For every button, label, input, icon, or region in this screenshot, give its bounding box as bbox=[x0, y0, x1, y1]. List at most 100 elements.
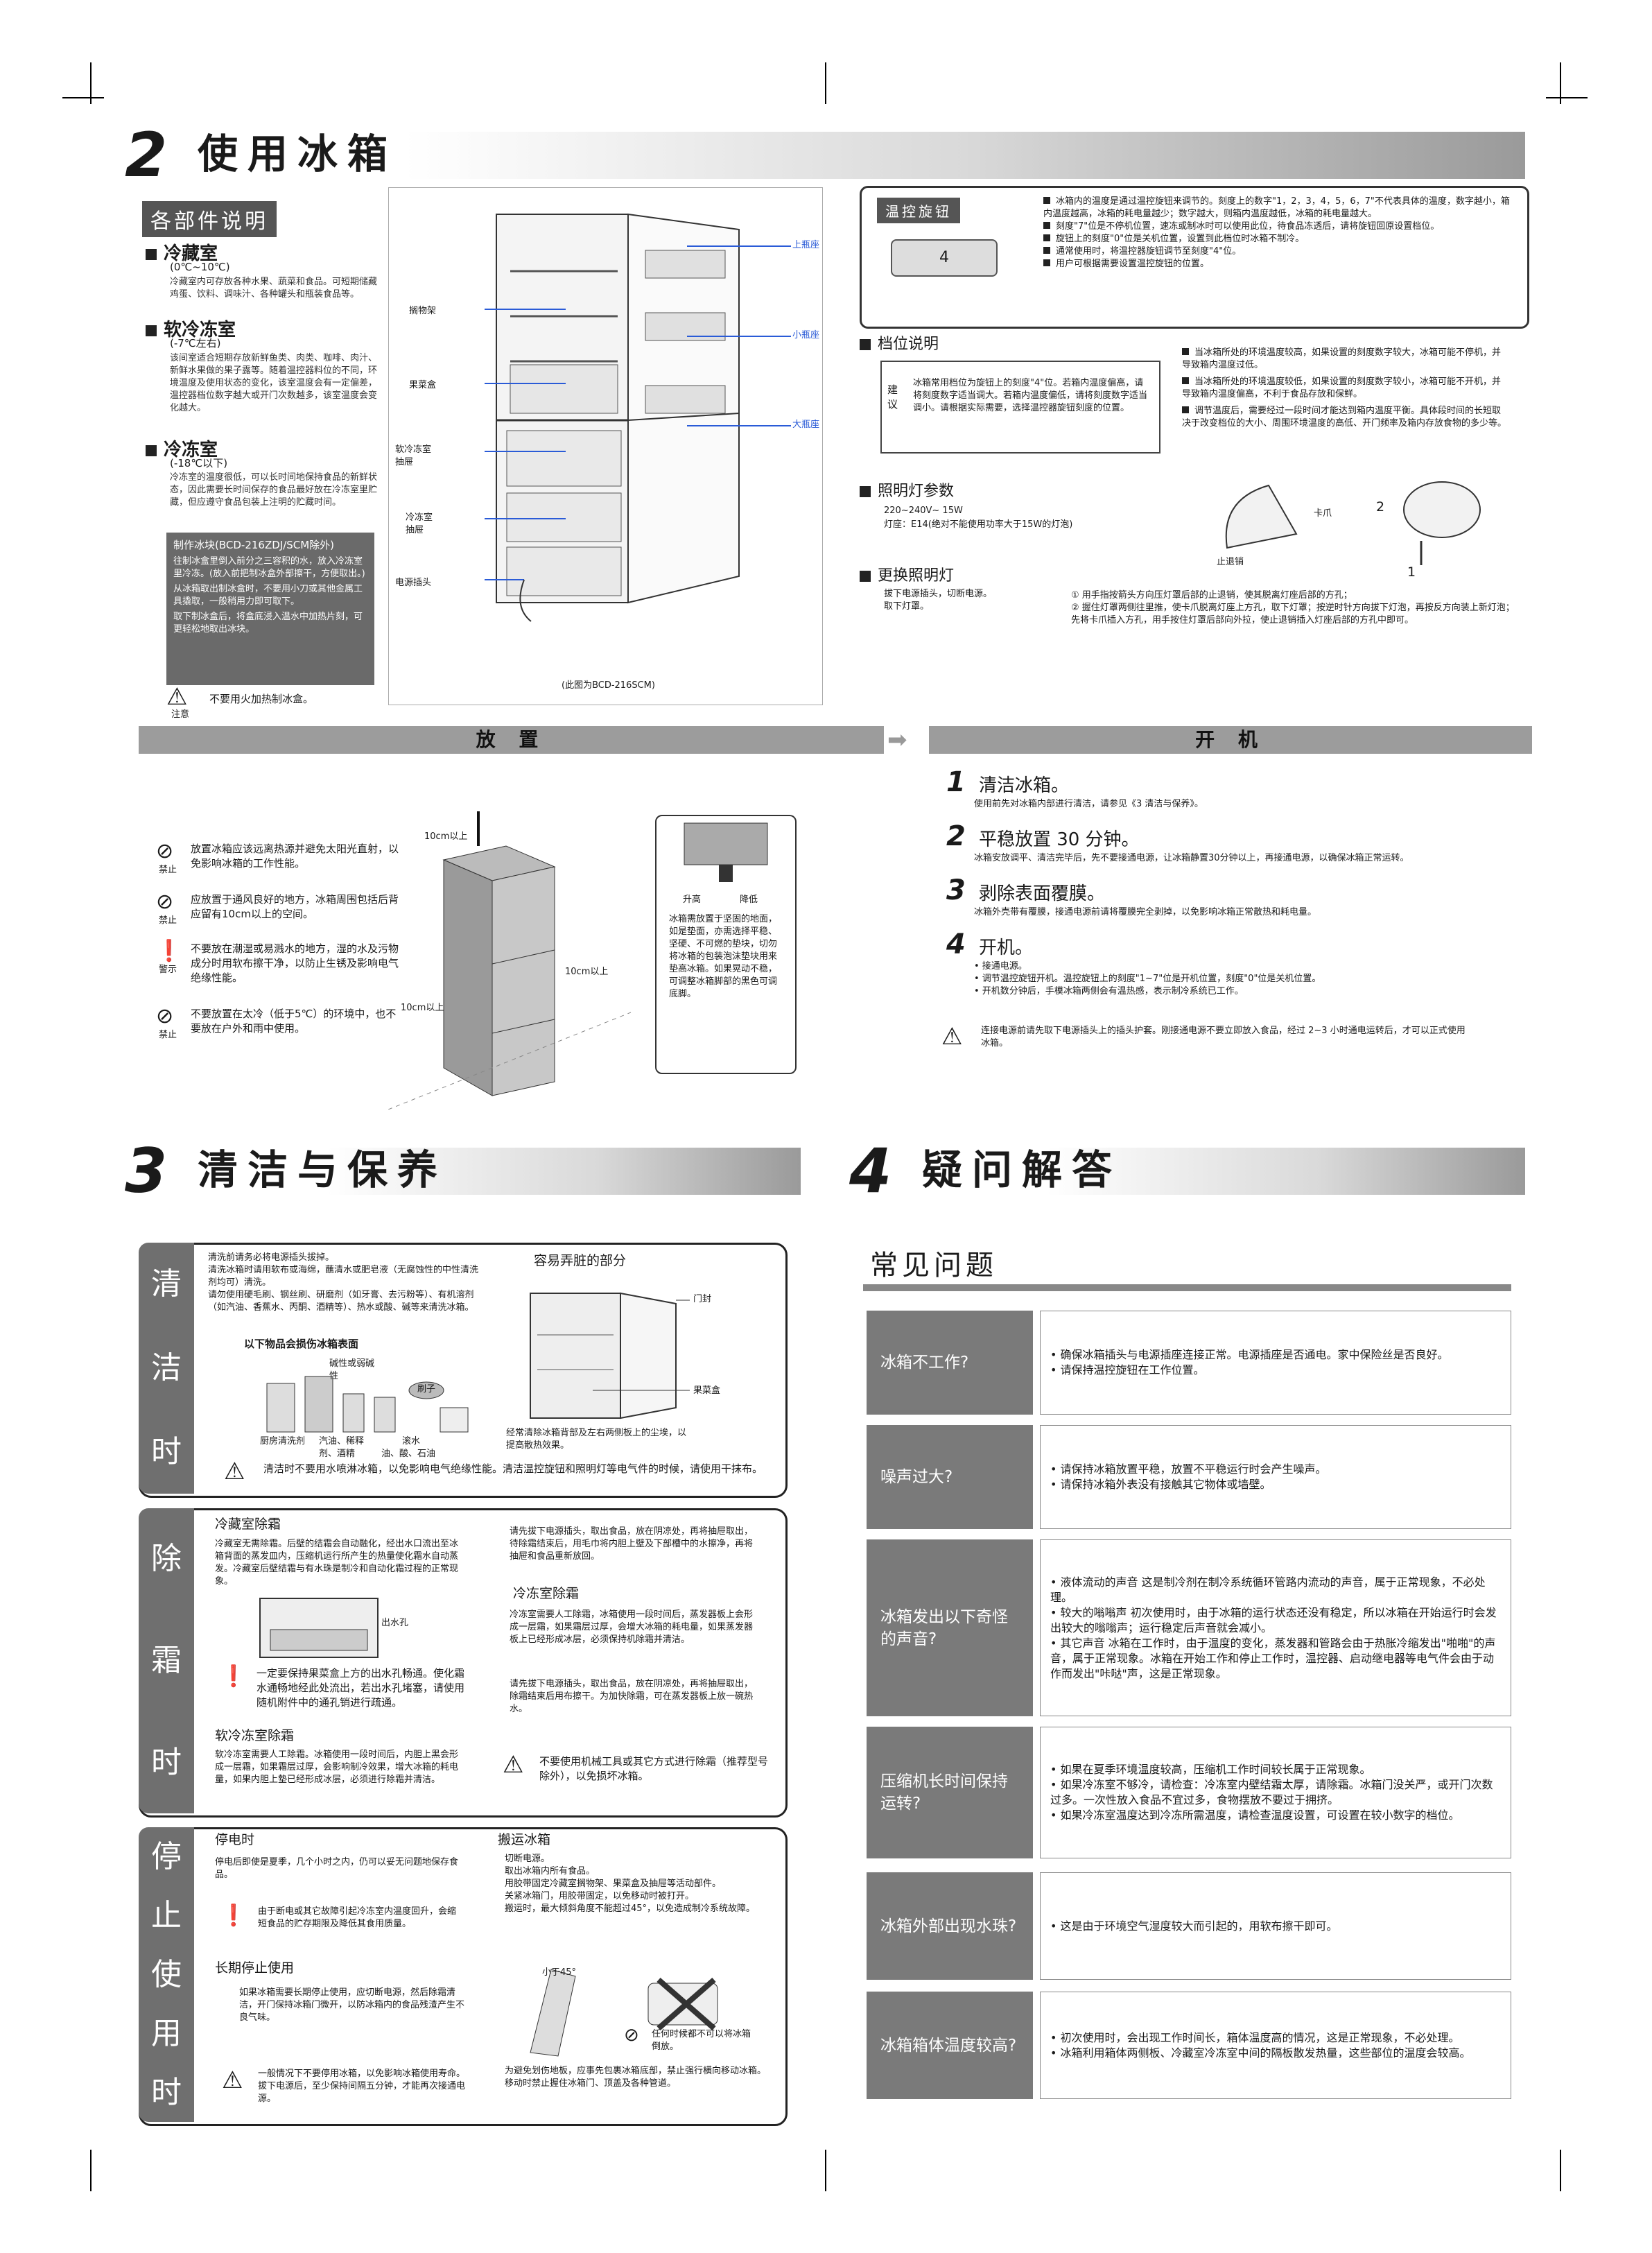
note-label: 注意 bbox=[171, 709, 190, 720]
adjust-down: 降低 bbox=[740, 895, 758, 905]
dirty-note: 经常清除冰箱背部及左右两侧板上的尘埃，以提高散热效果。 bbox=[506, 1428, 687, 1451]
ice-title: 制作冰块(BCD-216ZDJ/SCM除外) bbox=[173, 539, 335, 551]
step-title: 清洁冰箱。 bbox=[978, 775, 1069, 796]
knob-item: 通常使用时，将温控器旋钮调节至刻度"4"位。 bbox=[1043, 245, 1515, 258]
damage-label: 碱性或弱碱性 bbox=[329, 1358, 375, 1381]
faq-answer-item: 这是由于环境空气湿度较大而引起的，用软布擦干即可。 bbox=[1050, 1919, 1338, 1934]
step-text: 冰箱外壳带有覆膜，接通电源前请将覆膜完全剥掉，以免影响冰箱正常散热和耗电量。 bbox=[974, 907, 1317, 917]
start-steps: 1 清洁冰箱。 使用前先对冰箱内部进行清洁，请参见《3 清洁与保养》。 2 平稳… bbox=[946, 766, 1522, 1012]
dim-left: 10cm以上 bbox=[401, 1003, 444, 1013]
damage-label: 刷子 bbox=[417, 1384, 436, 1395]
soft-title: 软冷冻室 bbox=[146, 316, 236, 341]
soft-range: (-7℃左右) bbox=[170, 337, 221, 349]
defrost-box bbox=[139, 1508, 788, 1818]
faq-question: 压缩机长时间保持运转? bbox=[867, 1727, 1033, 1858]
place-banner: 放 置 bbox=[139, 726, 884, 754]
power-warn: 由于断电或其它故障引起冷冻室内温度回升，会缩短食品的贮存期限及降低其食用质量。 bbox=[258, 1906, 457, 1929]
tab-char: 使 bbox=[151, 1956, 182, 1992]
faq-answer: 液体流动的声音 这是制冷剂在制冷系统循环管路内流动的声音，属于正常现象，不必处理… bbox=[1040, 1539, 1511, 1716]
light-title: 照明灯参数 bbox=[860, 478, 954, 501]
lamp-num-2: 2 bbox=[1376, 499, 1385, 515]
tab-char: 霜 bbox=[151, 1642, 182, 1678]
replace-step: ① 用手指按箭头方向压灯罩后部的止退销，使其脱离灯座后部的方孔； bbox=[1071, 590, 1353, 601]
step-number: 3 bbox=[946, 874, 966, 906]
faq-answer-item: 初次使用时，会出现工作时间长，箱体温度高的情况，这是正常现象，不必处理。 bbox=[1050, 2030, 1471, 2046]
faq-answer-item: 冰箱利用箱体两侧板、冷藏室冷冻室中间的隔板散发热量，这些部位的温度会较高。 bbox=[1050, 2046, 1471, 2061]
label-freezer-drawer: 冷冻室抽屉 bbox=[406, 512, 433, 535]
faq-question: 冰箱不工作? bbox=[867, 1311, 1033, 1415]
stop-tab: 停 止 使 用 时 bbox=[139, 1827, 194, 2122]
replace-items: 拔下电源插头，切断电源。 取下灯罩。 bbox=[884, 588, 1050, 613]
crop-mark bbox=[825, 2150, 826, 2191]
place-text: 应放置于通风良好的地方，冰箱周围包括后背应留有10cm以上的空间。 bbox=[191, 893, 399, 920]
place-icon-label: 禁止 bbox=[159, 1030, 177, 1040]
section-2-bar bbox=[125, 132, 1525, 179]
move-angle-label: 小于45° bbox=[542, 1967, 577, 1978]
ice-item: 往制冰盒里倒入前分之三容积的水，放入冷冻室里冷冻。(放入前把制冰盒外部擦干，方便… bbox=[173, 556, 365, 579]
moving-illustration bbox=[530, 1969, 718, 2057]
start-warn: 连接电源前请先取下电源插头上的插头护套。刚接通电源不要立即放入食品，经过 2~3… bbox=[981, 1026, 1466, 1048]
defrost-freezer-title: 冷冻室除霜 bbox=[513, 1586, 580, 1601]
faq-answer-item: 液体流动的声音 这是制冷剂在制冷系统循环管路内流动的声音，属于正常现象，不必处理… bbox=[1050, 1575, 1501, 1605]
crop-mark bbox=[825, 62, 826, 104]
suggest-label: 建议 bbox=[887, 383, 898, 411]
fridge-range: (0℃~10℃) bbox=[170, 261, 230, 273]
arrow-right-icon: ➡ bbox=[887, 726, 907, 754]
warning-circle-icon: ❗ bbox=[220, 1664, 247, 1689]
label-big-shelf: 大瓶座 bbox=[792, 420, 820, 430]
step-number: 1 bbox=[946, 766, 966, 798]
section-4-number: 4 bbox=[849, 1135, 892, 1207]
tab-char: 清 bbox=[151, 1266, 182, 1302]
move-item: 搬运时，最大倾斜角度不能超过45°，以免造成制冷系统故障。 bbox=[505, 1904, 756, 1914]
suggest-box: 建议 冰箱常用档位为旋钮上的刻度"4"位。若箱内温度偏高，请将刻度数字适当调大。… bbox=[880, 361, 1160, 454]
drain-hole-illustration bbox=[259, 1598, 379, 1658]
label-soft-drawer: 软冷冻室抽屉 bbox=[395, 444, 432, 467]
dirty-parts-illustration bbox=[530, 1292, 690, 1419]
lamp-cover-illustration bbox=[1225, 481, 1481, 565]
replace-item: 拔下电源插头，切断电源。 bbox=[884, 589, 993, 599]
label-small-shelf: 小瓶座 bbox=[792, 330, 820, 340]
gear-title: 档位说明 bbox=[860, 331, 939, 354]
faq-answer-item: 如果在夏季环境温度较高，压缩机工作时间较长属于正常现象。 bbox=[1050, 1762, 1501, 1777]
dirty-label-crisper: 果菜盒 bbox=[693, 1386, 721, 1396]
knob-item: 用户可根据需要设置温控旋钮的位置。 bbox=[1043, 258, 1515, 270]
section-2-title: 使用冰箱 bbox=[198, 130, 398, 178]
place-icon-label: 禁止 bbox=[159, 865, 177, 875]
section-2-number: 2 bbox=[125, 119, 168, 191]
tab-char: 时 bbox=[151, 1744, 182, 1780]
step-title: 平稳放置 30 分钟。 bbox=[978, 829, 1140, 850]
crop-mark bbox=[1546, 97, 1588, 98]
parts-tag: 各部件说明 bbox=[142, 201, 277, 237]
crop-mark bbox=[1560, 2150, 1561, 2191]
faq-answer-item: 如果冷冻室温度达到冷冻所需温度，请检查温度设置，可设置在较小数字的档位。 bbox=[1050, 1808, 1501, 1823]
step-text: 冰箱安放调平、清洁完毕后，先不要接通电源，让冰箱静置30分钟以上，再接通电源，以… bbox=[974, 853, 1409, 863]
place-icon-label: 警示 bbox=[159, 965, 177, 975]
clean-box bbox=[139, 1243, 788, 1498]
dirty-label-gasket: 门封 bbox=[693, 1294, 712, 1304]
tab-char: 用 bbox=[151, 2015, 182, 2051]
soft-text: 该间室适合短期存放新鲜鱼类、肉类、咖啡、肉汁、新鲜水果做的果子露等。随着温控器料… bbox=[170, 353, 378, 413]
faq-answer-item: 较大的嗡嗡声 初次使用时，由于冰箱的运行状态还没有稳定，所以冰箱在开始运行时会发… bbox=[1050, 1605, 1501, 1636]
tab-char: 除 bbox=[151, 1541, 182, 1577]
move-item: 为避免划伤地板，应事先包裹冰箱底部，禁止强行横向移动冰箱。 bbox=[505, 2066, 767, 2076]
replace-item: 取下灯罩。 bbox=[884, 601, 930, 612]
place-icon-label: 禁止 bbox=[159, 915, 177, 926]
knob-item: 旋钮上的刻度"0"位是关机位置，设置到此档位时冰箱不制冷。 bbox=[1043, 233, 1515, 245]
warn-fire: 不要用火加热制冰盒。 bbox=[209, 693, 314, 705]
defrost-warn-tool: 不要使用机械工具或其它方式进行除霜（推荐型号除外），以免损坏冰箱。 bbox=[539, 1755, 769, 1782]
replace-step: ② 握住灯罩两侧往里推，使卡爪脱离灯座上方孔，取下灯罩；按逆时针方向拔下灯泡，再… bbox=[1071, 603, 1515, 625]
move-items: 切断电源。 取出冰箱内所有食品。 用胶带固定冷藏室搁物架、果菜盒及抽屉等活动部件… bbox=[505, 1853, 768, 1915]
lamp-pin-label: 止退销 bbox=[1217, 557, 1244, 567]
warning-icon: ⚠ bbox=[222, 2066, 243, 2094]
start-step: 1 清洁冰箱。 使用前先对冰箱内部进行清洁，请参见《3 清洁与保养》。 bbox=[946, 766, 1522, 820]
section-4-title: 疑问解答 bbox=[922, 1146, 1122, 1193]
stop-box bbox=[139, 1827, 788, 2126]
light-spec2: 灯座：E14(绝对不能使用功率大于15W的灯泡) bbox=[884, 519, 1073, 530]
defrost-freezer-text: 冷冻室需要人工除霜，冰箱使用一段时间后，蒸发器板上会形成一层霜，如果霜层过厚，会… bbox=[510, 1609, 754, 1645]
faq-answer-item: 其它声音 冰箱在工作时，由于温度的变化，蒸发器和管路会由于热胀冷缩发出"啪啪"的… bbox=[1050, 1636, 1501, 1682]
gear-item: 当冰箱所处的环境温度较高，如果设置的刻度数字较大，冰箱可能不停机，并导致箱内温度… bbox=[1182, 347, 1508, 372]
knob-items: 冰箱内的温度是通过温控旋钮来调节的。刻度上的数字"1，2，3，4，5，6，7"不… bbox=[1043, 196, 1515, 270]
cleaning-products-illustration bbox=[266, 1376, 469, 1433]
gear-item: 调节温度后，需要经过一段时间才能达到箱内温度平衡。具体段时间的长短取决于改变档位… bbox=[1182, 406, 1507, 429]
tab-char: 时 bbox=[151, 1433, 182, 1469]
